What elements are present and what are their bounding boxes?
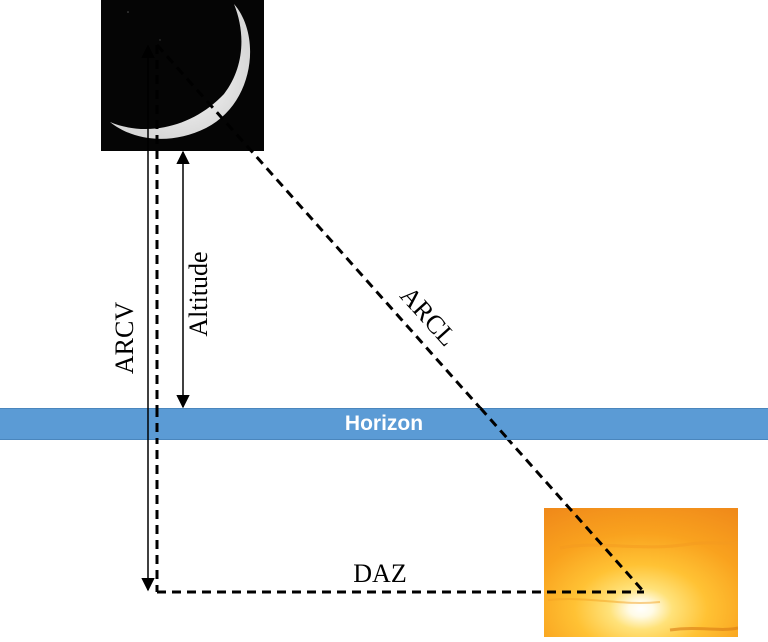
altitude-label: Altitude bbox=[184, 251, 213, 336]
horizon-band: Horizon bbox=[0, 408, 768, 440]
horizon-label: Horizon bbox=[344, 412, 424, 435]
daz-label: DAZ bbox=[353, 559, 406, 588]
arcl-dashed-line bbox=[155, 44, 646, 593]
arcv-label: ARCV bbox=[110, 302, 139, 374]
moon-image bbox=[101, 0, 264, 151]
sun-image bbox=[544, 508, 738, 637]
arcl-label: ARCL bbox=[394, 281, 462, 352]
